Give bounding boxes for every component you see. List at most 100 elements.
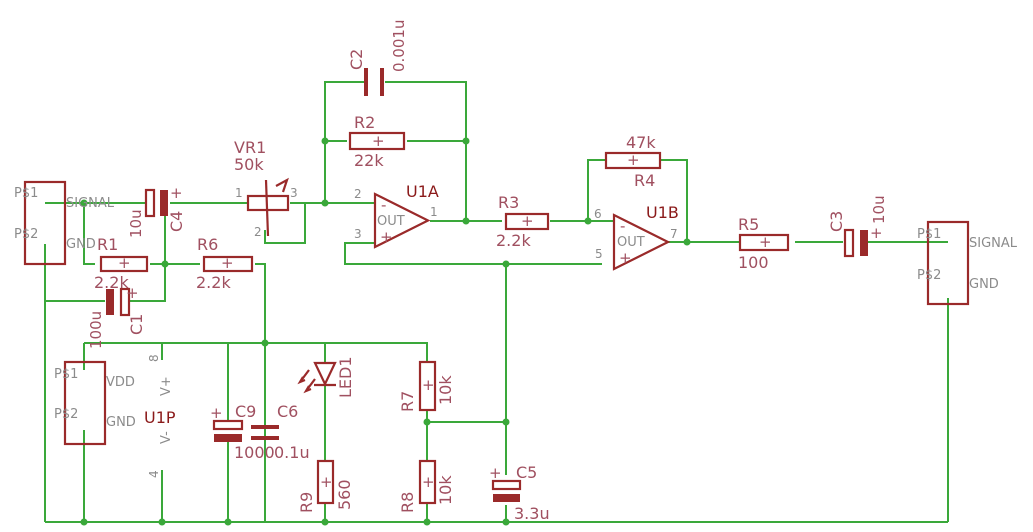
svg-text:+: + [380, 228, 393, 246]
r9-name: R9 [297, 492, 316, 513]
input-signal-label: SIGNAL [66, 196, 115, 211]
r6-value: 2.2k [196, 273, 231, 292]
svg-text:+: + [422, 473, 435, 491]
capacitor-c9: + C9 1000 [210, 402, 275, 462]
u1a-name: U1A [406, 182, 439, 201]
opamp-u1a: - + OUT 2 3 1 U1A [354, 182, 439, 249]
u1p-vplus: V+ [159, 376, 174, 396]
c4-name: C4 [167, 211, 186, 232]
svg-text:+: + [210, 404, 223, 422]
c5-name: C5 [516, 463, 537, 482]
r1-value: 2.2k [94, 273, 129, 292]
svg-text:-: - [381, 196, 386, 214]
capacitor-c4: + C4 10u [127, 184, 186, 238]
u1b-pin6: 6 [594, 207, 602, 221]
svg-text:+: + [221, 254, 234, 272]
input-gnd-label: GND [66, 237, 96, 252]
u1a-pin1: 1 [430, 205, 438, 219]
resistor-r1: + R1 2.2k [94, 235, 149, 292]
wires [44, 81, 949, 523]
svg-text:+: + [118, 254, 131, 272]
u1p-vminus: V- [159, 431, 174, 444]
r4-name: R4 [634, 171, 655, 190]
capacitor-c3: + C3 10u [827, 195, 888, 258]
svg-text:+: + [320, 473, 333, 491]
svg-text:+: + [521, 212, 534, 230]
r8-name: R8 [398, 492, 417, 513]
capacitor-c2: C2 0.001u [347, 20, 408, 96]
power-vdd-label: VDD [106, 375, 135, 390]
output-p2-label: P$2 [917, 268, 941, 283]
power-p2-label: P$2 [54, 407, 78, 422]
power-p1-label: P$1 [54, 367, 78, 382]
input-connector: P$1 P$2 SIGNAL GND [14, 180, 115, 266]
r6-name: R6 [197, 235, 218, 254]
u1p-pin8: 8 [147, 354, 161, 362]
c2-name: C2 [347, 49, 366, 70]
svg-text:+: + [619, 249, 632, 267]
c6-value: 0.1u [274, 443, 310, 462]
potentiometer-vr1: VR1 50k 1 2 3 [234, 138, 298, 239]
c1-name: C1 [127, 314, 146, 335]
svg-text:+: + [422, 376, 435, 394]
r2-value: 22k [354, 151, 384, 170]
capacitor-c5: + C5 3.3u [489, 463, 550, 523]
r8-value: 10k [436, 475, 455, 505]
c1-value: 100u [87, 311, 105, 349]
svg-text:+: + [627, 151, 640, 169]
output-connector: P$1 P$2 SIGNAL GND [917, 220, 1018, 306]
r5-value: 100 [738, 253, 769, 272]
r1-name: R1 [97, 235, 118, 254]
opamp-power-u1p: 8 V+ V- 4 U1P [144, 354, 176, 478]
output-signal-label: SIGNAL [969, 236, 1018, 251]
capacitor-c6: C6 0.1u [251, 402, 310, 462]
led1-name: LED1 [336, 356, 355, 398]
resistor-r3: + R3 2.2k [496, 193, 550, 250]
r9-value: 560 [335, 479, 354, 510]
svg-text:+: + [870, 224, 883, 242]
input-p2-label: P$2 [14, 227, 38, 242]
u1b-pin5: 5 [595, 247, 603, 261]
opamp-u1b: - + OUT 6 5 7 U1B [594, 203, 679, 271]
output-gnd-label: GND [969, 277, 999, 292]
vr1-pin2: 2 [254, 225, 262, 239]
vr1-name: VR1 [234, 138, 266, 157]
u1b-name: U1B [646, 203, 679, 222]
vr1-pin1: 1 [235, 186, 243, 200]
r3-value: 2.2k [496, 231, 531, 250]
svg-text:-: - [620, 217, 625, 235]
c6-name: C6 [277, 402, 298, 421]
u1b-out-label: OUT [617, 235, 645, 250]
c4-value: 10u [127, 209, 145, 238]
r7-value: 10k [436, 375, 455, 405]
resistor-r2: + R2 22k [348, 113, 406, 170]
c9-value: 1000 [234, 443, 275, 462]
resistor-r9: + R9 560 [297, 459, 354, 513]
c3-value: 10u [870, 195, 888, 224]
power-gnd-label: GND [106, 415, 136, 430]
led-led1: LED1 [297, 356, 355, 398]
resistor-r6: + R6 2.2k [196, 235, 254, 292]
svg-text:+: + [126, 284, 139, 302]
u1p-name: U1P [144, 408, 176, 427]
u1p-pin4: 4 [147, 470, 161, 478]
c9-name: C9 [235, 402, 256, 421]
input-p1-label: P$1 [14, 186, 38, 201]
resistor-r8: + R8 10k [398, 459, 455, 513]
vr1-pin3: 3 [290, 186, 298, 200]
r4-value: 47k [626, 133, 656, 152]
svg-text:+: + [170, 184, 183, 202]
c3-name: C3 [827, 211, 846, 232]
c5-value: 3.3u [514, 504, 550, 523]
output-p1-label: P$1 [917, 227, 941, 242]
r7-name: R7 [398, 391, 417, 412]
junctions [80, 137, 691, 526]
resistor-r4: + 47k R4 [604, 133, 662, 190]
u1a-pin3: 3 [354, 227, 362, 241]
resistor-r5: + R5 100 [738, 215, 790, 272]
c2-value: 0.001u [390, 20, 408, 72]
power-connector: P$1 P$2 VDD GND [54, 360, 136, 446]
svg-text:+: + [372, 132, 385, 150]
r2-name: R2 [354, 113, 375, 132]
